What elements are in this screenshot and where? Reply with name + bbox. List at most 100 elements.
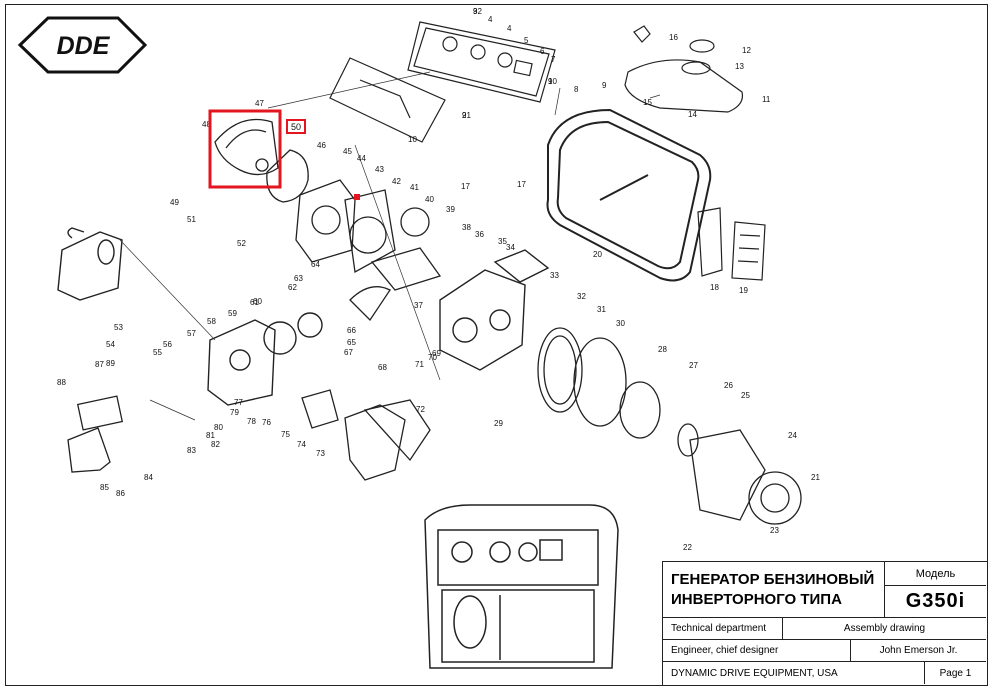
part-number-label: 63 <box>294 274 303 283</box>
drawing-type-cell: Assembly drawing <box>783 618 986 640</box>
fan-housing-part <box>537 327 661 439</box>
highlight-box <box>208 109 282 189</box>
part-number-label: 59 <box>228 309 237 318</box>
cylinder-head-part <box>207 312 323 406</box>
part-number-label: 46 <box>317 141 326 150</box>
part-number-label: 30 <box>616 319 625 328</box>
leader-lines <box>119 71 661 421</box>
department-cell: Technical department <box>663 618 783 640</box>
crankshaft-part <box>349 207 442 322</box>
part-number-label: 84 <box>144 473 153 482</box>
part-number-label: 12 <box>742 46 751 55</box>
part-number-label: 64 <box>311 260 320 269</box>
part-number-label: 6 <box>540 47 545 56</box>
part-number-label: 42 <box>392 177 401 186</box>
part-number-label: 26 <box>724 381 733 390</box>
part-number-label: 83 <box>187 446 196 455</box>
part-number-label: 40 <box>425 195 434 204</box>
part-number-label: 76 <box>262 418 271 427</box>
part-number-label: 17 <box>517 180 526 189</box>
part-number-label: 60 <box>253 297 262 306</box>
company-cell: DYNAMIC DRIVE EQUIPMENT, USA <box>663 662 925 684</box>
part-number-label: 48 <box>202 120 211 129</box>
part-number-label: 34 <box>506 243 515 252</box>
part-number-label: 92 <box>473 7 482 16</box>
crankcase-part <box>295 179 396 274</box>
part-number-label: 43 <box>375 165 384 174</box>
part-number-label: 13 <box>735 62 744 71</box>
page-cell: Page 1 <box>939 667 972 679</box>
part-number-label: 61 <box>250 298 259 307</box>
dde-logo: DDE <box>17 16 148 74</box>
part-number-label: 45 <box>343 147 352 156</box>
part-number-label: 29 <box>494 419 503 428</box>
part-number-label: 65 <box>347 338 356 347</box>
part-number-label: 44 <box>357 154 366 163</box>
part-number-label: 10 <box>408 135 417 144</box>
part-number-label: 25 <box>741 391 750 400</box>
title-cell: ГЕНЕРАТОР БЕНЗИНОВЫЙ ИНВЕРТОРНОГО ТИПА <box>663 562 885 618</box>
part-number-label: 88 <box>57 378 66 387</box>
drawing-sheet-border <box>5 4 988 686</box>
part-number-label: 21 <box>811 473 820 482</box>
side-panel-parts <box>697 207 766 281</box>
part-number-label: 19 <box>739 286 748 295</box>
part-number-label: 49 <box>170 198 179 207</box>
small-red-marker <box>354 194 360 200</box>
part-number-label: 27 <box>689 361 698 370</box>
part-number-label: 75 <box>281 430 290 439</box>
part-number-label: 39 <box>446 205 455 214</box>
part-number-label: 14 <box>688 110 697 119</box>
highlight-label-box <box>286 119 306 134</box>
part-number-label: 85 <box>100 483 109 492</box>
part-number-label: 17 <box>461 182 470 191</box>
title-line-2: ИНВЕРТОРНОГО ТИПА <box>671 590 842 608</box>
role-cell: Engineer, chief designer <box>663 640 851 662</box>
part-number-label: 66 <box>347 326 356 335</box>
part-number-label: 9 <box>602 81 607 90</box>
model-label: Модель <box>885 562 986 586</box>
part-number-label: 74 <box>297 440 306 449</box>
model-value: G350i <box>885 586 986 618</box>
part-number-label: 24 <box>788 431 797 440</box>
part-number-label: 41 <box>410 183 419 192</box>
cover-plate-part <box>329 57 446 143</box>
part-number-label: 16 <box>669 33 678 42</box>
part-number-label: 51 <box>187 215 196 224</box>
part-number-label: 53 <box>114 323 123 332</box>
part-number-label: 28 <box>658 345 667 354</box>
part-number-label: 52 <box>237 239 246 248</box>
part-number-label: 81 <box>206 431 215 440</box>
part-number-label: 62 <box>288 283 297 292</box>
logo-text: DDE <box>57 32 111 60</box>
part-number-label: 91 <box>462 111 471 120</box>
part-number-label: 58 <box>207 317 216 326</box>
part-number-label: 87 <box>95 360 104 369</box>
part-number-label: 36 <box>475 230 484 239</box>
highlight-part-label: 50 <box>291 122 301 132</box>
part-number-label: 20 <box>593 250 602 259</box>
person-cell: John Emerson Jr. <box>851 640 986 662</box>
part-number-label: 54 <box>106 340 115 349</box>
part-number-label: 90 <box>548 77 557 86</box>
part-number-label: 23 <box>770 526 779 535</box>
part-number-label: 72 <box>416 405 425 414</box>
part-number-label: 82 <box>211 440 220 449</box>
part-number-label: 37 <box>414 301 423 310</box>
part-number-label: 3 <box>473 7 478 16</box>
part-number-label: 8 <box>574 85 579 94</box>
part-number-label: 7 <box>551 55 556 64</box>
recoil-cover-part <box>214 118 309 203</box>
part-number-label: 79 <box>230 408 239 417</box>
part-number-label: 33 <box>550 271 559 280</box>
frame-part <box>546 108 712 282</box>
part-number-label: 73 <box>316 449 325 458</box>
part-number-label: 70 <box>428 353 437 362</box>
fuel-tank-part <box>624 25 744 113</box>
part-number-label: 2 <box>462 111 467 120</box>
part-number-label: 4 <box>507 24 512 33</box>
muffler-part <box>67 395 124 473</box>
part-number-label: 55 <box>153 348 162 357</box>
